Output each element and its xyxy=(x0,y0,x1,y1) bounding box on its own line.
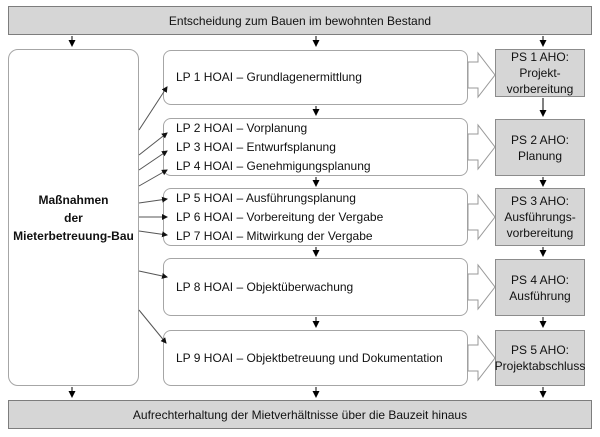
block-arrow-icon xyxy=(467,193,496,241)
fan-line xyxy=(138,309,167,344)
measures-box-line: Maßnahmen xyxy=(38,192,109,207)
ps-label: vorbereitung xyxy=(506,226,574,240)
down-arrow-icon xyxy=(312,180,320,187)
down-arrow-icon xyxy=(539,180,547,187)
lp-label: LP 6 HOAI – Vorbereitung der Vergabe xyxy=(176,209,384,224)
lp-label: LP 2 HOAI – Vorplanung xyxy=(176,120,308,135)
ps-box-3: PS 3 AHO: Ausführungs- vorbereitung xyxy=(495,188,585,246)
down-arrow-icon xyxy=(312,109,320,116)
measures-box-line: der xyxy=(64,210,83,225)
ps-box-4: PS 4 AHO: Ausführung xyxy=(495,259,585,316)
down-arrow-icon xyxy=(539,250,547,257)
lp-label: LP 3 HOAI – Entwurfsplanung xyxy=(176,139,336,154)
block-arrow-icon xyxy=(467,123,496,171)
lp-box-1: LP 1 HOAI – Grundlagenermittlung xyxy=(163,50,468,105)
ps-box-2: PS 2 AHO: Planung xyxy=(495,119,585,176)
down-arrow-icon xyxy=(68,391,76,398)
ps-label: Planung xyxy=(517,148,563,163)
down-arrow-icon xyxy=(539,391,547,398)
down-arrow-icon xyxy=(312,321,320,328)
lp-label: LP 1 HOAI – Grundlagenermittlung xyxy=(176,70,362,84)
ps-label: Projektabschluss xyxy=(494,359,586,373)
ps-label: vorbereitung xyxy=(506,82,574,96)
block-arrow-icon xyxy=(467,51,496,99)
down-arrow-icon xyxy=(312,40,320,47)
ps-label: PS 5 AHO: xyxy=(510,343,570,357)
ps-box-5: PS 5 AHO: Projektabschluss xyxy=(495,330,585,386)
lp-label: LP 8 HOAI – Objektüberwachung xyxy=(176,279,354,294)
ps-label: Projekt- xyxy=(519,66,561,80)
ps-label: PS 4 AHO: xyxy=(510,272,570,287)
down-arrow-icon xyxy=(68,40,76,47)
ps-label: PS 2 AHO: xyxy=(510,132,570,147)
fan-line xyxy=(138,169,168,187)
down-arrow-icon xyxy=(539,321,547,328)
measures-box-line: Mieterbetreuung-Bau xyxy=(13,228,134,243)
ps-label: Ausführung xyxy=(509,288,571,303)
lp-box-5: LP 9 HOAI – Objektbetreuung und Dokument… xyxy=(163,330,468,386)
ps-label: PS 1 AHO: xyxy=(510,50,570,64)
block-arrows xyxy=(467,51,496,382)
down-arrow-icon xyxy=(312,391,320,398)
down-arrow-icon xyxy=(539,40,547,47)
lp-label: LP 7 HOAI – Mitwirkung der Vergabe xyxy=(176,228,373,243)
down-arrow-icon xyxy=(539,110,547,117)
ps-box-1: PS 1 AHO: Projekt- vorbereitung xyxy=(495,49,585,97)
bottom-banner-label: Aufrechterhaltung der Mietverhältnisse ü… xyxy=(132,407,468,422)
down-arrow-icon xyxy=(312,250,320,257)
ps-label: Ausführungs- xyxy=(504,210,576,224)
lp-box-4: LP 8 HOAI – Objektüberwachung xyxy=(163,258,468,316)
block-arrow-icon xyxy=(467,334,496,382)
block-arrow-icon xyxy=(467,263,496,311)
top-banner: Entscheidung zum Bauen im bewohnten Best… xyxy=(8,6,592,35)
top-banner-label: Entscheidung zum Bauen im bewohnten Best… xyxy=(168,13,432,28)
bottom-banner: Aufrechterhaltung der Mietverhältnisse ü… xyxy=(8,400,592,429)
lp-label: LP 5 HOAI – Ausführungsplanung xyxy=(176,190,356,205)
lp-label: LP 4 HOAI – Genehmigungsplanung xyxy=(176,158,371,173)
lp-label: LP 9 HOAI – Objektbetreuung und Dokument… xyxy=(176,350,443,365)
lp-box-3: LP 5 HOAI – Ausführungsplanung LP 6 HOAI… xyxy=(163,188,468,246)
measures-box: Maßnahmen der Mieterbetreuung-Bau xyxy=(8,49,139,386)
lp-box-2: LP 2 HOAI – Vorplanung LP 3 HOAI – Entwu… xyxy=(163,118,468,176)
ps-label: PS 3 AHO: xyxy=(510,194,570,208)
